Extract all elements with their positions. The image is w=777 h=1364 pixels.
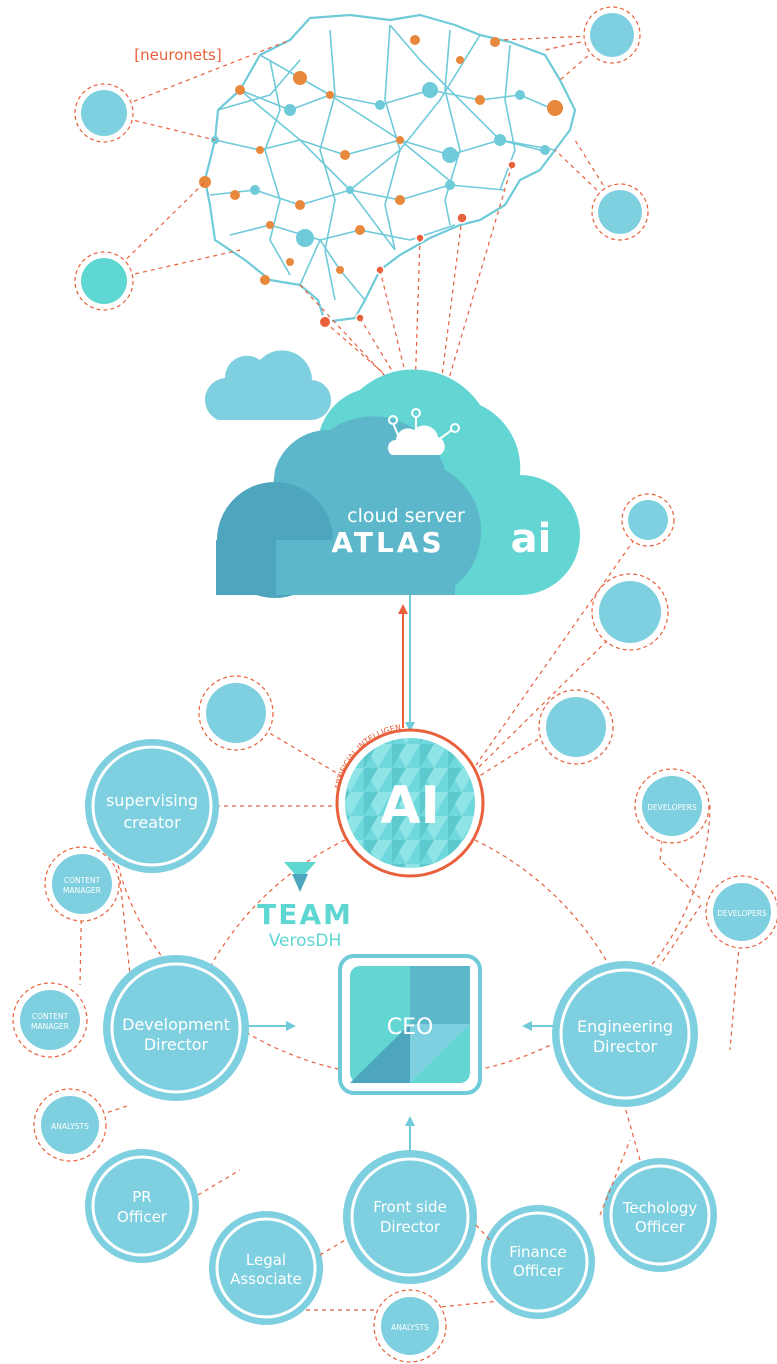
svg-text:Legal: Legal [246, 1251, 286, 1269]
svg-text:supervising: supervising [106, 791, 198, 810]
svg-text:Associate: Associate [230, 1270, 302, 1288]
svg-text:PR: PR [132, 1188, 151, 1206]
node-front-side-director[interactable]: Front side Director [343, 1150, 477, 1284]
svg-text:Finance: Finance [509, 1243, 566, 1261]
node-analysts[interactable]: ANALYSTS [33, 1088, 107, 1162]
node-finance-officer[interactable]: Finance Officer [481, 1205, 595, 1319]
svg-text:CONTENT: CONTENT [64, 876, 101, 885]
brain-satellite-node [598, 190, 642, 234]
brain-outline [203, 13, 577, 324]
svg-text:Director: Director [380, 1218, 441, 1236]
node-technology-officer[interactable]: Techology Officer [603, 1158, 717, 1272]
cloud-server: cloud server ATLAS ai [216, 369, 580, 598]
ai-satellites [198, 493, 675, 765]
svg-text:Techology: Techology [622, 1199, 698, 1217]
ceo-box[interactable]: CEO [338, 954, 482, 1095]
node-developers[interactable]: DEVELOPERS [705, 875, 777, 949]
ai-hub-label: AI [380, 776, 440, 836]
svg-text:Director: Director [144, 1035, 209, 1054]
svg-text:Development: Development [122, 1015, 230, 1034]
brain-network: [neuronets] [134, 13, 577, 329]
brain-satellite-node [81, 258, 127, 304]
ceo-label: CEO [387, 1015, 434, 1040]
node-legal-associate[interactable]: Legal Associate [209, 1211, 323, 1325]
atlas-title: ATLAS [331, 526, 444, 559]
svg-text:MANAGER: MANAGER [31, 1022, 69, 1031]
svg-text:DEVELOPERS: DEVELOPERS [647, 803, 697, 812]
ai-arc-text: ARTIFICIAL INTELLIGENCE [0, 0, 402, 790]
brain-to-cloud-links [299, 164, 513, 393]
cloud-ai-connector [398, 595, 415, 732]
node-content-manager[interactable]: CONTENT MANAGER [12, 982, 88, 1058]
svg-text:Officer: Officer [635, 1218, 686, 1236]
team-subtitle: VerosDH [269, 931, 342, 951]
svg-text:Officer: Officer [513, 1262, 564, 1280]
node-engineering-director[interactable]: Engineering Director [552, 961, 698, 1107]
ceo-arrows [248, 1021, 560, 1152]
node-development-director[interactable]: Development Director [103, 955, 249, 1101]
svg-text:ANALYSTS: ANALYSTS [51, 1122, 89, 1131]
brain-circuits [209, 24, 556, 301]
svg-text:MANAGER: MANAGER [63, 886, 101, 895]
svg-text:CONTENT: CONTENT [32, 1012, 69, 1021]
ai-badge: ai [511, 516, 552, 562]
cloud-server-title: cloud server [347, 505, 465, 527]
team-title: TEAM [257, 898, 353, 931]
node-developers[interactable]: DEVELOPERS [634, 768, 710, 844]
svg-text:Officer: Officer [117, 1208, 168, 1226]
brain-satellite-node [590, 13, 634, 57]
svg-text:Engineering: Engineering [577, 1017, 673, 1036]
brain-nodes [199, 35, 563, 329]
cloud-network-icon [387, 408, 460, 455]
brain-satellites [74, 6, 649, 311]
node-analysts[interactable]: ANALYSTS [373, 1289, 447, 1363]
team-logo: TEAM VerosDH [257, 862, 353, 951]
node-content-manager[interactable]: CONTENT MANAGER [44, 846, 120, 922]
node-pr-officer[interactable]: PR Officer [85, 1149, 199, 1263]
small-cloud-icon [204, 350, 332, 421]
svg-text:Director: Director [593, 1037, 658, 1056]
svg-text:Front side: Front side [373, 1198, 446, 1216]
svg-text:ANALYSTS: ANALYSTS [391, 1323, 429, 1332]
neuronets-label: [neuronets] [134, 46, 221, 64]
node-supervising-creator[interactable]: supervising creator [85, 739, 219, 873]
lower-links [197, 1106, 641, 1256]
brain-satellite-node [81, 90, 127, 136]
svg-text:DEVELOPERS: DEVELOPERS [717, 909, 767, 918]
svg-text:creator: creator [123, 813, 181, 832]
